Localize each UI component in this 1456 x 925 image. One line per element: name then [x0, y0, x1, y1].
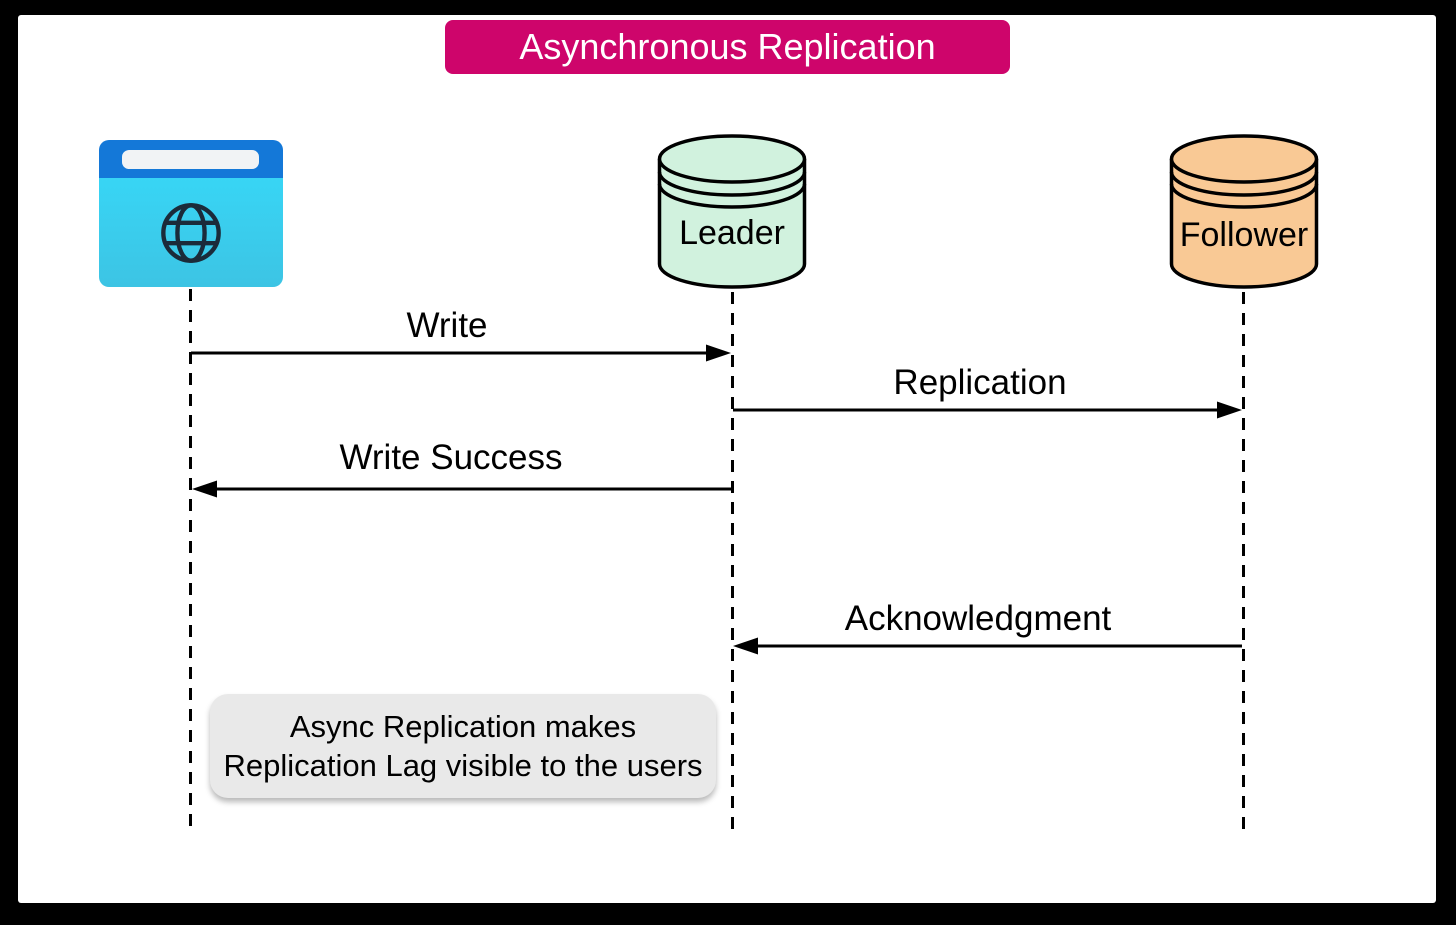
client-browser-icon	[99, 140, 283, 287]
leader-cylinder-top	[657, 134, 807, 184]
note-text-line-2: Replication Lag visible to the users	[223, 748, 703, 783]
leader-cylinder-ring-1	[657, 171, 807, 197]
note-text-line-1: Async Replication makes	[289, 709, 637, 744]
browser-address-bar	[122, 150, 259, 169]
title-banner: Asynchronous Replication	[445, 20, 1010, 74]
browser-header-bar	[99, 140, 283, 178]
replication-arrowhead	[1217, 401, 1242, 419]
browser-body	[99, 178, 283, 287]
acknowledgment-arrowhead	[733, 637, 758, 655]
write-success-label: Write Success	[339, 438, 563, 477]
follower-cylinder-ring-1	[1169, 171, 1319, 197]
note-box: Async Replication makes Replication Lag …	[210, 694, 716, 798]
follower-label: Follower	[1180, 216, 1308, 254]
diagram-title: Asynchronous Replication	[519, 26, 936, 67]
follower-database-cylinder: Follower	[1169, 134, 1319, 289]
write-arrowhead	[706, 344, 731, 362]
replication-label: Replication	[893, 363, 1067, 402]
follower-cylinder-ring-2	[1169, 183, 1319, 209]
follower-cylinder-top	[1169, 134, 1319, 184]
leader-label: Leader	[679, 214, 785, 252]
acknowledgment-label: Acknowledgment	[844, 599, 1112, 638]
globe-icon	[161, 202, 221, 263]
write-success-arrowhead	[192, 480, 217, 498]
leader-cylinder-ring-2	[657, 183, 807, 209]
write-label: Write	[406, 306, 488, 345]
leader-database-cylinder: Leader	[657, 134, 807, 289]
